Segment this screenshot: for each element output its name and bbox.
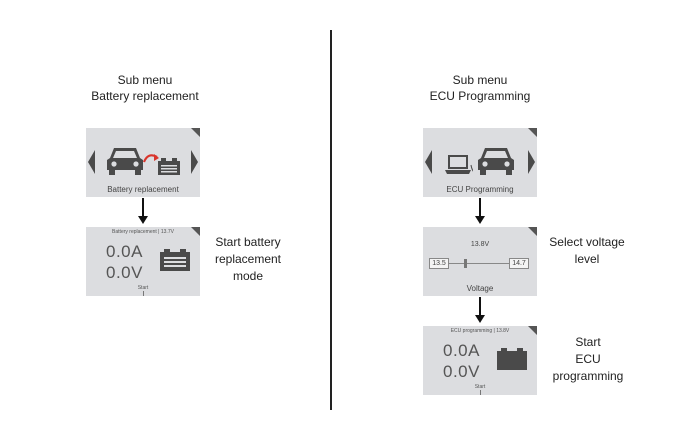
left-caption-line-2: Battery replacement [91,89,199,103]
battery-icon [497,348,527,370]
right-step-line-1: Start [575,335,601,349]
voltage-readout: 0.0V [443,362,480,381]
chevron-right-icon[interactable] [190,150,198,174]
left-step-line-3: mode [232,269,264,283]
car-icon [478,148,514,175]
voltage-step-line-1: Select voltage [549,235,625,249]
column-divider [330,30,332,410]
battery-icon [158,158,180,175]
corner-marker [191,128,200,137]
start-button[interactable]: Start [474,384,486,390]
flow-arrow-head [475,315,485,323]
left-step-line-2: replacement [214,252,282,266]
right-caption-line-1: Sub menu [452,73,508,87]
flow-arrow-head [138,216,148,224]
voltage-step-description: Select voltage level [544,234,630,268]
ecu-programming-menu-screen[interactable]: ECU Programming [423,128,537,197]
corner-marker [528,128,537,137]
status-header: Battery replacement | 13.7V [112,229,174,235]
left-step-line-1: Start battery [215,235,281,249]
corner-marker [191,227,200,236]
corner-marker [528,227,537,236]
chevron-left-icon[interactable] [425,150,433,174]
laptop-icon [445,155,473,174]
voltage-slider-handle[interactable] [464,259,467,268]
voltage-max-box: 14.7 [509,258,529,269]
voltage-min-box: 13.5 [429,258,449,269]
left-caption: Sub menu Battery replacement [70,72,220,104]
menu-label: ECU Programming [446,185,514,194]
status-header: ECU programming | 13.8V [450,328,510,334]
right-step-line-3: programming [552,369,624,383]
voltage-value: 13.8V [470,241,490,248]
flow-arrow-shaft [479,198,481,218]
start-indicator [480,390,481,395]
arrow-curve-icon [142,154,159,163]
left-step-description: Start battery replacement mode [208,234,288,285]
voltage-step-line-2: level [574,252,600,266]
ecu-programming-status-screen[interactable]: ECU programming | 13.8V 0.0A 0.0V Start [423,326,537,395]
voltage-slider-track[interactable] [449,263,510,264]
flow-arrow-shaft [479,297,481,317]
battery-icon [160,249,190,271]
voltage-select-screen[interactable]: 13.8V 13.5 14.7 Voltage [423,227,537,296]
chevron-left-icon[interactable] [88,150,96,174]
flow-arrow-head [475,216,485,224]
right-caption-line-2: ECU Programming [429,89,531,103]
current-readout: 0.0A [106,242,143,261]
right-step-description: Start ECU programming [548,334,628,385]
start-indicator [143,291,144,296]
battery-replacement-menu-screen[interactable]: Battery replacement [86,128,200,197]
chevron-right-icon[interactable] [527,150,535,174]
voltage-label: Voltage [466,284,494,293]
current-readout: 0.0A [443,341,480,360]
right-step-line-2: ECU [575,352,601,366]
start-button[interactable]: Start [137,285,149,291]
left-caption-line-1: Sub menu [117,73,173,87]
menu-label: Battery replacement [107,185,179,194]
right-caption: Sub menu ECU Programming [405,72,555,104]
corner-marker [528,326,537,335]
voltage-readout: 0.0V [106,263,143,282]
flow-arrow-shaft [142,198,144,218]
car-icon [107,148,143,175]
battery-replacement-status-screen[interactable]: Battery replacement | 13.7V 0.0A 0.0V St… [86,227,200,296]
